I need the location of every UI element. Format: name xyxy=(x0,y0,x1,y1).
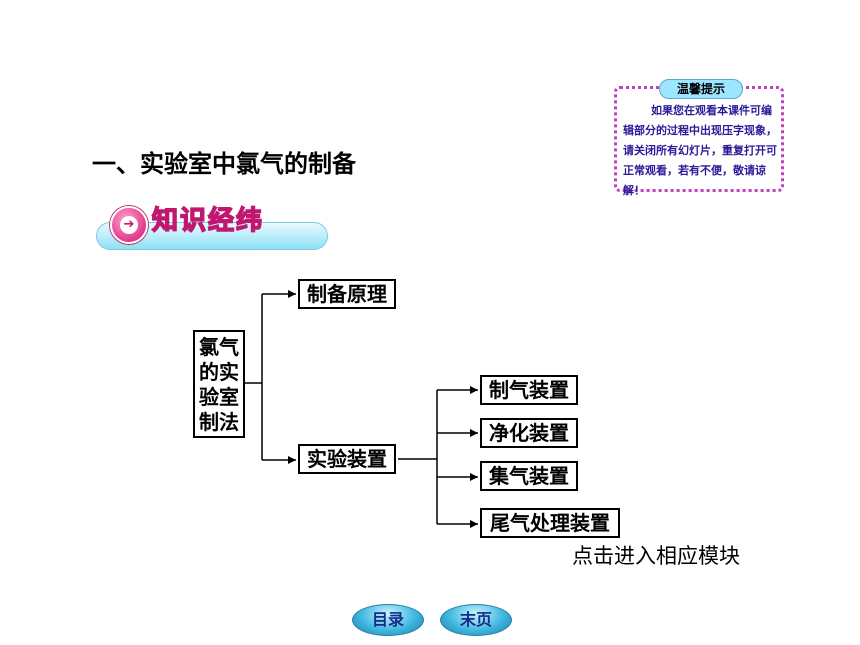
end-page-button[interactable]: 末页 xyxy=(440,604,512,636)
notice-text: 如果您在观看本课件可编辑部分的过程中出现压字现象，请关闭所有幻灯片，重复打开可正… xyxy=(623,104,777,197)
notice-box: 温馨提示 如果您在观看本课件可编辑部分的过程中出现压字现象，请关闭所有幻灯片，重… xyxy=(614,79,784,197)
sub-gas-generation[interactable]: 制气装置 xyxy=(480,375,578,405)
arrow-right-circle-icon: ➔ xyxy=(110,206,148,244)
branch-apparatus[interactable]: 实验装置 xyxy=(298,444,396,474)
hint-text: 点击进入相应模块 xyxy=(572,544,740,568)
sub-gas-collection[interactable]: 集气装置 xyxy=(480,461,578,491)
sub-tail-gas-treatment[interactable]: 尾气处理装置 xyxy=(480,508,620,538)
knowledge-banner: ➔ 知识经纬 xyxy=(96,198,328,254)
notice-title: 温馨提示 xyxy=(659,79,743,99)
banner-label: 知识经纬 xyxy=(151,205,265,237)
toc-button[interactable]: 目录 xyxy=(352,604,424,636)
branch-principle[interactable]: 制备原理 xyxy=(298,279,396,309)
section-title: 一、实验室中氯气的制备 xyxy=(92,149,356,178)
diagram-root: 氯气的实验室制法 xyxy=(193,330,245,438)
sub-purification[interactable]: 净化装置 xyxy=(480,418,578,448)
